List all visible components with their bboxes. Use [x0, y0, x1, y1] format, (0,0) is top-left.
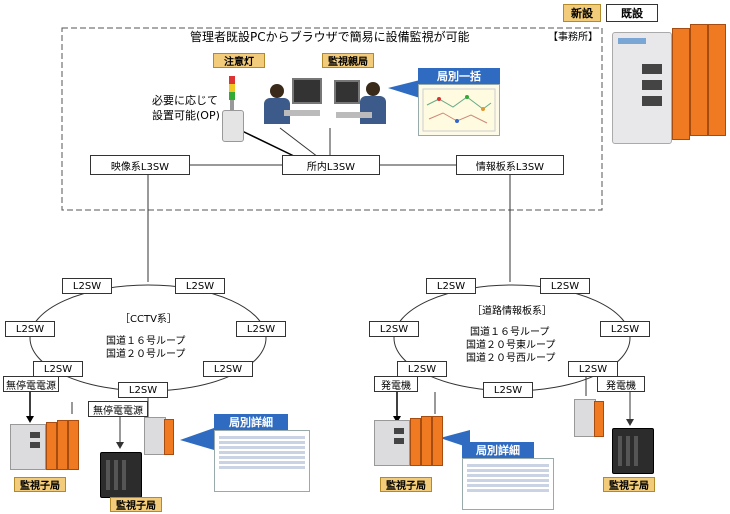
monitor-operator-icon	[332, 74, 392, 130]
l2-switch-cctv-1: L2SW	[62, 278, 112, 294]
ups-label-left: 無停電電源	[3, 376, 59, 392]
station-detail-title-right: 局別詳細	[462, 442, 534, 458]
rtu-device-left	[10, 418, 80, 470]
station-detail-screen-left	[214, 430, 310, 492]
office-l3-switch: 所内L3SW	[282, 155, 380, 175]
station-overview-title: 局別一括	[418, 68, 500, 84]
rtu-device-image	[612, 24, 726, 144]
video-l3-switch: 映像系L3SW	[90, 155, 190, 175]
l2-switch-cctv-6: L2SW	[203, 361, 253, 377]
l2-switch-cctv-5: L2SW	[33, 361, 83, 377]
overview-map-graphic	[422, 88, 496, 132]
l2-switch-road-4: L2SW	[600, 321, 650, 337]
generator-label-left: 発電機	[374, 376, 418, 392]
station-detail-screen-right	[462, 458, 554, 510]
l2-switch-road-3: L2SW	[369, 321, 419, 337]
option-note-line1: 必要に応じて	[152, 94, 218, 107]
office-label: 【事務所】	[548, 32, 598, 43]
legend-existing: 既設	[606, 4, 658, 22]
sub-station-tag-4: 監視子局	[603, 477, 655, 492]
legend-new: 新設	[563, 4, 601, 22]
l2-switch-road-2: L2SW	[540, 278, 590, 294]
road-ring-route1: 国道１６号ループ	[470, 327, 550, 338]
l2-switch-road-1: L2SW	[426, 278, 476, 294]
warning-light-icon	[222, 76, 244, 146]
ups-label-mid: 無停電電源	[88, 401, 148, 417]
warning-light-tag: 注意灯	[213, 53, 265, 68]
l2-switch-road-6: L2SW	[568, 361, 618, 377]
l2-switch-cctv-2: L2SW	[175, 278, 225, 294]
industrial-pc-mid	[100, 452, 142, 498]
sub-station-tag-3: 監視子局	[380, 477, 432, 492]
station-detail-title-left: 局別詳細	[214, 414, 288, 430]
office-title: 管理者既設PCからブラウザで簡易に設備監視が可能	[190, 30, 470, 44]
info-l3-switch: 情報板系L3SW	[456, 155, 564, 175]
monitor-station-tag: 監視親局	[322, 53, 374, 68]
road-ring-route2: 国道２０号東ループ	[466, 340, 556, 351]
rtu-device-road	[374, 414, 444, 466]
l2-switch-road-7: L2SW	[483, 382, 533, 398]
cctv-ring-route2: 国道２０号ループ	[106, 349, 186, 360]
l2-switch-cctv-7: L2SW	[118, 382, 168, 398]
l2-switch-cctv-3: L2SW	[5, 321, 55, 337]
small-rtu-device	[140, 415, 176, 455]
industrial-pc-road	[612, 428, 654, 474]
station-overview-screen	[418, 84, 500, 136]
small-rtu-device-road	[570, 397, 606, 437]
generator-label-right: 発電機	[597, 376, 645, 392]
operator-pc-icon	[262, 74, 322, 130]
cctv-ring-title: ［CCTV系］	[120, 314, 177, 325]
l2-switch-road-5: L2SW	[397, 361, 447, 377]
sub-station-tag-1: 監視子局	[14, 477, 66, 492]
sub-station-tag-2: 監視子局	[110, 497, 162, 512]
road-ring-title: ［道路情報板系］	[472, 306, 552, 317]
option-note-line2: 設置可能(OP)	[152, 109, 220, 122]
cctv-ring-route1: 国道１６号ループ	[106, 336, 186, 347]
l2-switch-cctv-4: L2SW	[236, 321, 286, 337]
road-ring-route3: 国道２０号西ループ	[466, 353, 556, 364]
